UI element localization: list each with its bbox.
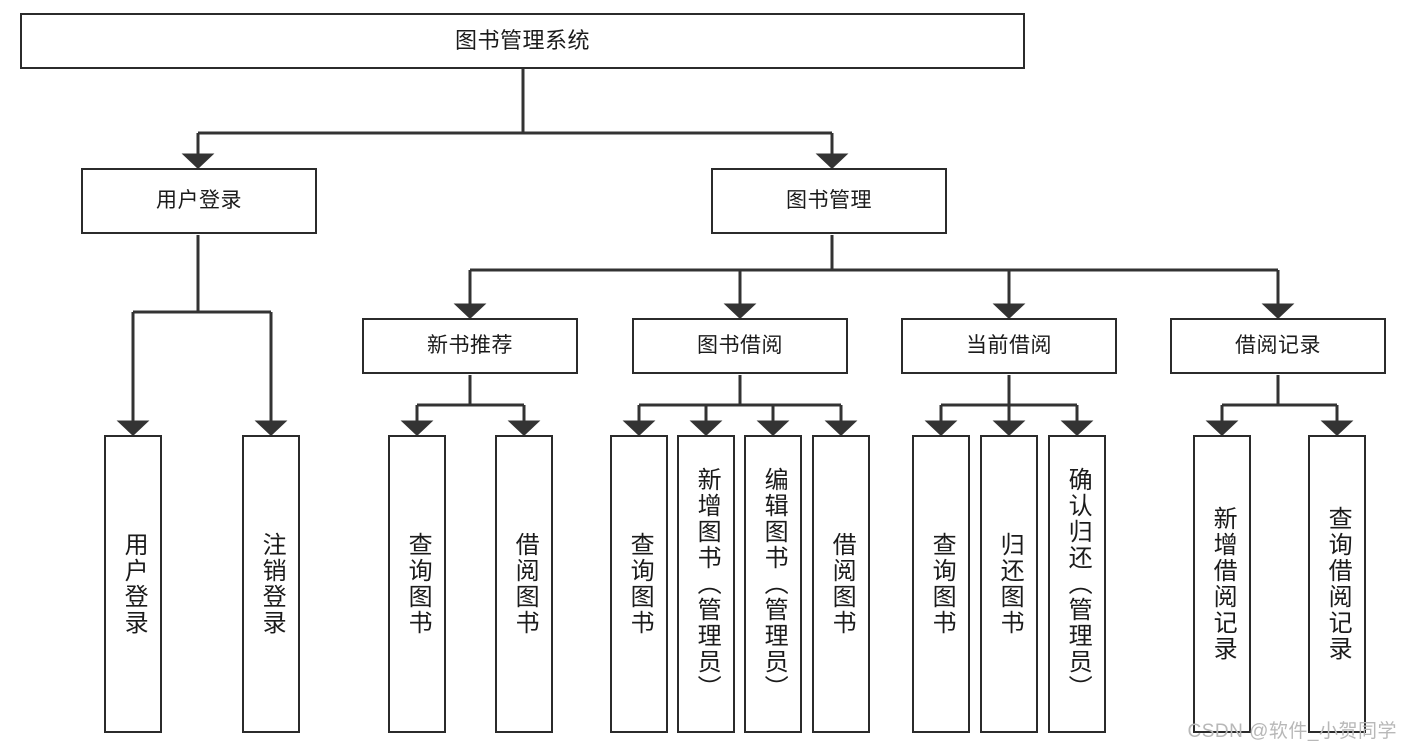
- node-current-borrow[interactable]: 当前借阅: [901, 318, 1117, 374]
- node-label: 新增借阅记录: [1209, 506, 1237, 662]
- node-label: 查询借阅记录: [1324, 506, 1352, 662]
- node-leaf-query-book-2[interactable]: 查询图书: [610, 435, 668, 733]
- node-label: 图书管理: [786, 188, 872, 212]
- node-label: 查询图书: [626, 532, 654, 636]
- node-leaf-logout-login[interactable]: 注销登录: [242, 435, 300, 733]
- node-label: 注销登录: [258, 532, 286, 636]
- node-leaf-borrow-book-2[interactable]: 借阅图书: [812, 435, 870, 733]
- node-label: 图书管理系统: [454, 28, 590, 54]
- node-new-book-recommend[interactable]: 新书推荐: [362, 318, 578, 374]
- node-label: 查询图书: [404, 532, 432, 636]
- node-leaf-query-book-1[interactable]: 查询图书: [388, 435, 446, 733]
- node-label: 借阅图书: [828, 532, 856, 636]
- node-label: 图书借阅: [697, 333, 783, 357]
- node-label: 借阅记录: [1235, 333, 1321, 357]
- node-label: 归还图书: [996, 532, 1024, 636]
- node-label: 用户登录: [156, 188, 242, 212]
- node-label: 用户登录: [120, 532, 148, 636]
- node-label: 当前借阅: [966, 333, 1052, 357]
- node-label: 查询图书: [928, 532, 956, 636]
- node-label: 确认归还（管理员）: [1064, 467, 1092, 701]
- node-leaf-user-login[interactable]: 用户登录: [104, 435, 162, 733]
- node-book-borrow[interactable]: 图书借阅: [632, 318, 848, 374]
- node-leaf-add-borrow-record[interactable]: 新增借阅记录: [1193, 435, 1251, 733]
- node-leaf-add-book-admin[interactable]: 新增图书（管理员）: [677, 435, 735, 733]
- node-leaf-return-book[interactable]: 归还图书: [980, 435, 1038, 733]
- node-borrow-record[interactable]: 借阅记录: [1170, 318, 1386, 374]
- watermark-text: CSDN @软件_小贺同学: [1187, 721, 1397, 742]
- node-leaf-confirm-return-admin[interactable]: 确认归还（管理员）: [1048, 435, 1106, 733]
- node-leaf-edit-book-admin[interactable]: 编辑图书（管理员）: [744, 435, 802, 733]
- node-root-system[interactable]: 图书管理系统: [20, 13, 1025, 69]
- node-leaf-borrow-book-1[interactable]: 借阅图书: [495, 435, 553, 733]
- node-label: 借阅图书: [511, 532, 539, 636]
- node-book-management[interactable]: 图书管理: [711, 168, 947, 234]
- node-label: 编辑图书（管理员）: [760, 467, 788, 701]
- node-label: 新增图书（管理员）: [693, 467, 721, 701]
- node-leaf-query-book-3[interactable]: 查询图书: [912, 435, 970, 733]
- node-leaf-query-borrow-record[interactable]: 查询借阅记录: [1308, 435, 1366, 733]
- node-user-login[interactable]: 用户登录: [81, 168, 317, 234]
- node-label: 新书推荐: [427, 333, 513, 357]
